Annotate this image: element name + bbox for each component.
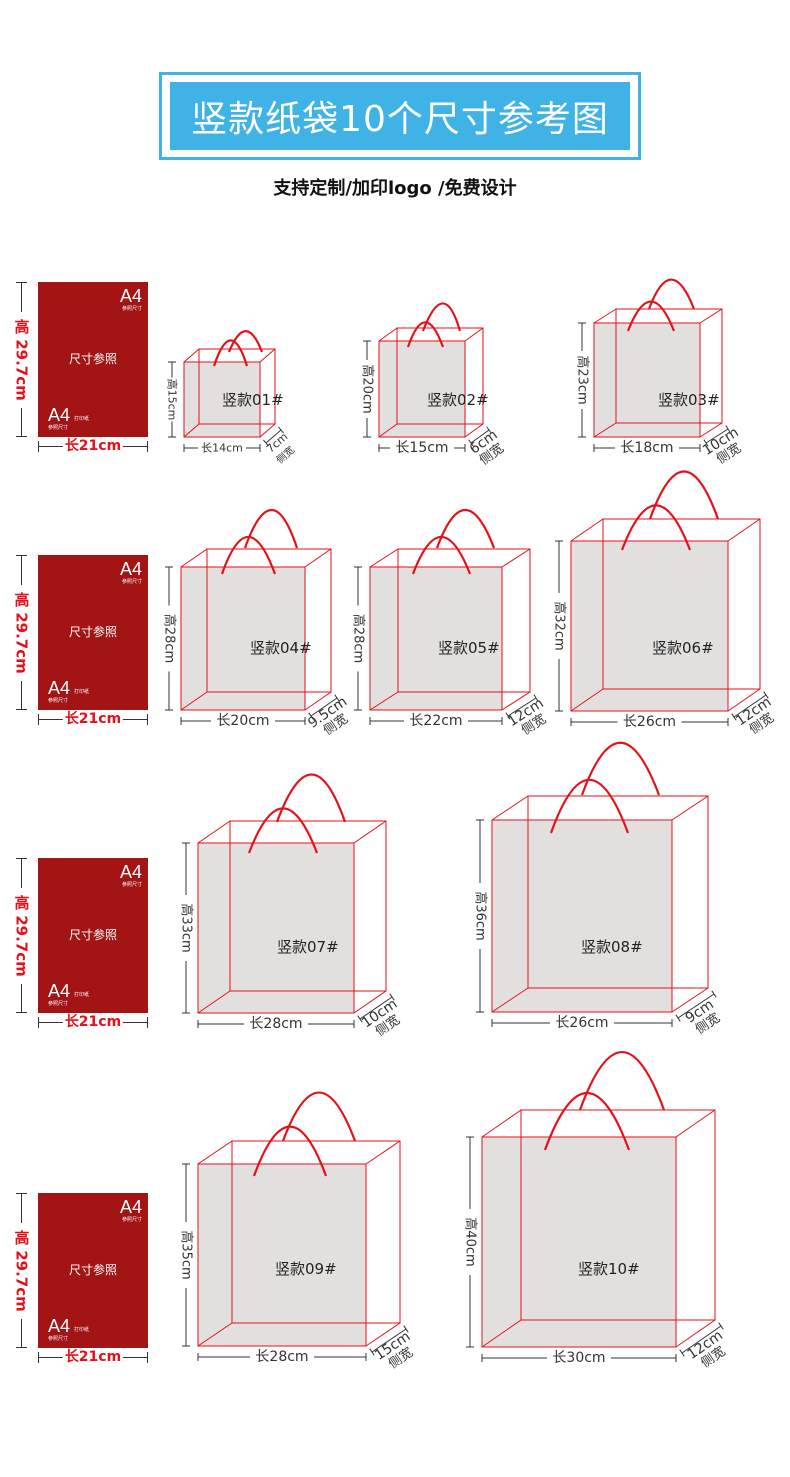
- bag-height-label: 高28cm: [351, 614, 367, 663]
- bag-length-label: 长30cm: [552, 1350, 605, 1366]
- bag-length-label: 长18cm: [620, 440, 673, 456]
- handle-icon: [626, 300, 676, 332]
- a4-width-dimension: 长21cm: [38, 711, 148, 727]
- bag-length-label: 长28cm: [249, 1016, 302, 1032]
- bag-length-label: 长15cm: [395, 440, 448, 456]
- bag-name-label: 竖款07#: [277, 938, 339, 956]
- bag-length-label: 长20cm: [216, 713, 269, 729]
- a4-height-dimension: 高 29.7cm: [12, 858, 32, 1013]
- bag-name-label: 竖款08#: [581, 938, 643, 956]
- handle-icon: [243, 508, 299, 549]
- a4-height-dimension: 高 29.7cm: [12, 555, 32, 710]
- bag-height-label: 高33cm: [179, 903, 195, 952]
- bag-name-label: 竖款03#: [658, 391, 720, 409]
- bag-name-label: 竖款06#: [652, 639, 714, 657]
- a4-center-label: 尺寸参照: [68, 927, 117, 942]
- a4-height-dimension: 高 29.7cm: [12, 282, 32, 437]
- handle-icon: [580, 741, 661, 796]
- handle-icon: [421, 302, 462, 332]
- bag-height-label: 高23cm: [575, 355, 591, 404]
- page-title: 竖款纸袋10个尺寸参考图: [191, 99, 609, 140]
- handle-icon: [212, 339, 249, 367]
- handle-icon: [411, 535, 472, 575]
- bag-height-label: 高15cm: [166, 379, 180, 421]
- handle-icon: [647, 278, 696, 310]
- handle-icon: [543, 1091, 631, 1151]
- bag-name-label: 竖款02#: [427, 391, 489, 409]
- a4-center-label: 尺寸参照: [68, 1262, 117, 1277]
- bag-length-label: 长26cm: [555, 1015, 608, 1031]
- title-banner: 竖款纸袋10个尺寸参考图: [159, 72, 641, 160]
- bag-length-label: 长22cm: [409, 713, 462, 729]
- bag-height-label: 高20cm: [360, 364, 376, 413]
- bag-length-label: 长26cm: [623, 714, 676, 730]
- handle-icon: [281, 1091, 357, 1142]
- handle-icon: [247, 807, 319, 854]
- handle-icon: [275, 773, 347, 823]
- bag-name-label: 竖款10#: [578, 1260, 640, 1278]
- handle-icon: [227, 330, 264, 353]
- bag-name-label: 竖款09#: [275, 1260, 337, 1278]
- a4-width-dimension: 长21cm: [38, 1014, 148, 1030]
- bag-name-label: 竖款05#: [438, 639, 500, 657]
- handle-icon: [578, 1050, 666, 1111]
- handle-icon: [549, 778, 630, 834]
- bag-height-label: 高36cm: [473, 891, 489, 940]
- handle-icon: [220, 535, 277, 575]
- a4-center-label: 尺寸参照: [68, 624, 117, 639]
- bag-length-label: 长28cm: [255, 1349, 308, 1365]
- a4-height-dimension: 高 29.7cm: [12, 1193, 32, 1348]
- bag-length-label: 长14cm: [201, 442, 243, 455]
- bag-name-label: 竖款01#: [222, 391, 284, 409]
- bag-height-label: 高35cm: [179, 1230, 195, 1279]
- bag-name-label: 竖款04#: [250, 639, 312, 657]
- handle-icon: [252, 1125, 328, 1177]
- handle-icon: [648, 470, 720, 520]
- a4-center-label: 尺寸参照: [68, 351, 117, 366]
- bag-height-label: 高40cm: [463, 1217, 479, 1266]
- title-box: 竖款纸袋10个尺寸参考图: [170, 82, 630, 150]
- a4-width-dimension: 长21cm: [38, 438, 148, 454]
- handle-icon: [406, 321, 445, 348]
- handle-icon: [620, 504, 692, 551]
- handle-icon: [435, 508, 496, 549]
- bag-height-label: 高28cm: [162, 614, 178, 663]
- bag-height-label: 高32cm: [552, 601, 568, 650]
- page-subtitle: 支持定制/加印logo /免费设计: [273, 178, 517, 199]
- a4-width-dimension: 长21cm: [38, 1349, 148, 1365]
